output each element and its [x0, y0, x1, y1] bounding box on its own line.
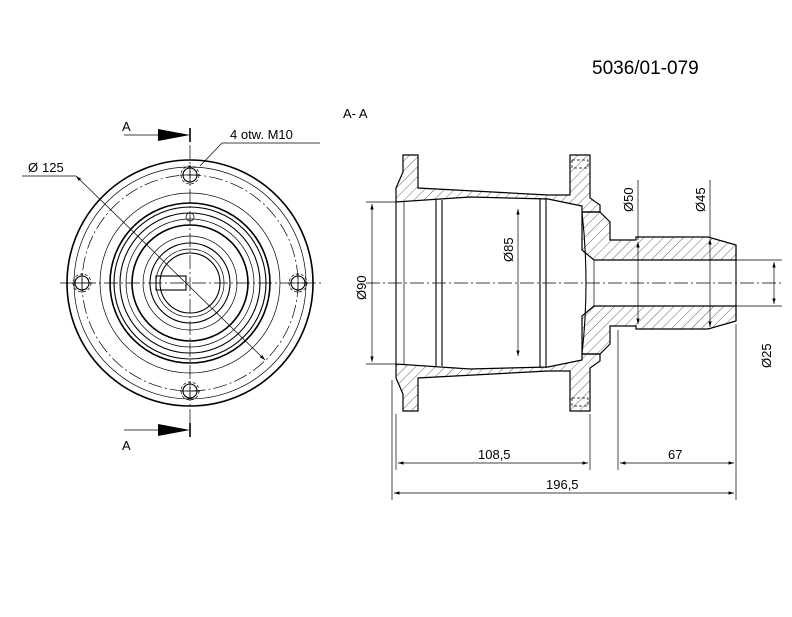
- flange-diameter-value: 125: [42, 160, 64, 175]
- section-mark-bottom: A: [122, 438, 131, 453]
- section-view: A- A Ø90: [343, 106, 782, 500]
- flange-outer-circle: [66, 159, 314, 407]
- threaded-hole-bottom: [180, 381, 200, 401]
- dim-overall-length: 196,5: [391, 380, 734, 500]
- dim-bore-diameter: Ø90: [354, 201, 396, 365]
- shaft-mid-diameter-label: Ø45: [693, 187, 708, 212]
- drawing-number: 5036/01-079: [592, 58, 699, 79]
- hole-note-label: 4 otw. M10: [230, 127, 293, 142]
- section-title: A- A: [343, 106, 368, 121]
- dim-shaft-small-diameter: Ø25: [736, 259, 782, 368]
- upper-body-wall: [395, 154, 601, 213]
- threaded-hole-right: [288, 273, 308, 293]
- dim-shaft-length: 67: [617, 324, 737, 500]
- bore-end-curve: [581, 211, 587, 355]
- threaded-hole-top: [180, 165, 200, 185]
- dim-body-length: 108,5: [395, 414, 591, 470]
- dim-shaft-large-diameter: Ø50: [621, 180, 640, 324]
- dim-inner-diameter: Ø85: [501, 209, 520, 356]
- section-mark-top: A: [122, 119, 131, 134]
- upper-bolt-hole: [571, 159, 589, 169]
- front-view: A A 4 otw. M10 Ø 125: [22, 119, 322, 453]
- threaded-hole-left: [72, 273, 92, 293]
- inner-diameter-label: Ø85: [501, 237, 516, 262]
- section-arrow-bottom: A: [122, 423, 191, 453]
- flange-diameter-callout: Ø 125: [22, 160, 266, 361]
- hole-callout: 4 otw. M10: [199, 127, 320, 167]
- dim-shaft-mid-diameter: Ø45: [693, 180, 712, 327]
- overall-length-label: 196,5: [546, 477, 579, 492]
- shaft-large-diameter-label: Ø50: [621, 187, 636, 212]
- shaft-small-diameter-label: Ø25: [759, 343, 774, 368]
- lower-shaft-section: [581, 305, 737, 355]
- upper-shaft-section: [581, 211, 737, 261]
- section-arrow-top: A: [122, 119, 191, 142]
- lower-bolt-hole: [571, 397, 589, 407]
- flange-diameter-symbol: Ø: [28, 160, 38, 175]
- lower-body-wall: [395, 353, 601, 412]
- body-length-label: 108,5: [478, 447, 511, 462]
- shaft-length-label: 67: [668, 447, 682, 462]
- bore-diameter-label: Ø90: [354, 275, 369, 300]
